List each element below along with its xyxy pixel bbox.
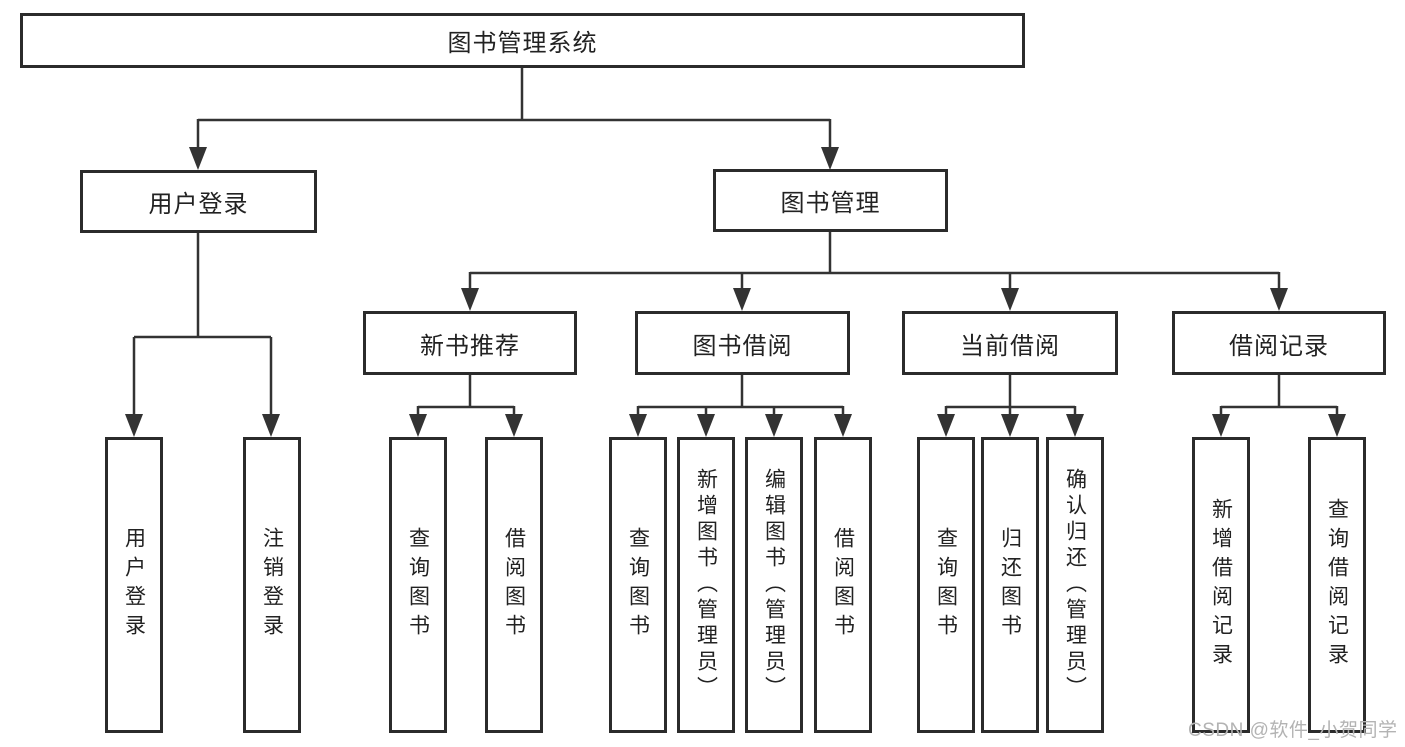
- connector-user-login-to-leaves: [125, 233, 280, 437]
- watermark: CSDN @软件_小贺同学: [1188, 720, 1398, 741]
- node-new-book: 新书推荐: [363, 311, 577, 375]
- node-current-borrow: 当前借阅: [902, 311, 1118, 375]
- leaf-current-query-books: 查询图书: [917, 437, 975, 733]
- leaf-newbook-borrow-books: 借阅图书: [485, 437, 543, 733]
- leaf-records-query-record: 查询借阅记录: [1308, 437, 1366, 733]
- leaf-current-return-books: 归还图书: [981, 437, 1039, 733]
- connector-current-borrow-to-leaves: [937, 375, 1084, 437]
- leaf-records-add-record: 新增借阅记录: [1192, 437, 1250, 733]
- connector-book-borrow-to-leaves: [629, 375, 852, 437]
- connector-new-book-to-leaves: [409, 375, 523, 437]
- node-book-manage: 图书管理: [713, 169, 948, 232]
- node-root: 图书管理系统: [20, 13, 1025, 68]
- leaf-newbook-query-books: 查询图书: [389, 437, 447, 733]
- node-borrow-records: 借阅记录: [1172, 311, 1386, 375]
- leaf-borrow-edit-books-admin: 编辑图书（管理员）: [745, 437, 803, 733]
- leaf-borrow-query-books: 查询图书: [609, 437, 667, 733]
- leaf-user-login: 用户登录: [105, 437, 163, 733]
- node-user-login: 用户登录: [80, 170, 317, 233]
- connector-borrow-records-to-leaves: [1212, 375, 1346, 437]
- leaf-borrow-borrow-books: 借阅图书: [814, 437, 872, 733]
- node-book-borrow: 图书借阅: [635, 311, 850, 375]
- connector-root-to-level2: [189, 68, 839, 170]
- leaf-current-confirm-return-admin: 确认归还（管理员）: [1046, 437, 1104, 733]
- leaf-logout: 注销登录: [243, 437, 301, 733]
- connector-book-manage-to-groups: [461, 232, 1288, 311]
- leaf-borrow-add-books-admin: 新增图书（管理员）: [677, 437, 735, 733]
